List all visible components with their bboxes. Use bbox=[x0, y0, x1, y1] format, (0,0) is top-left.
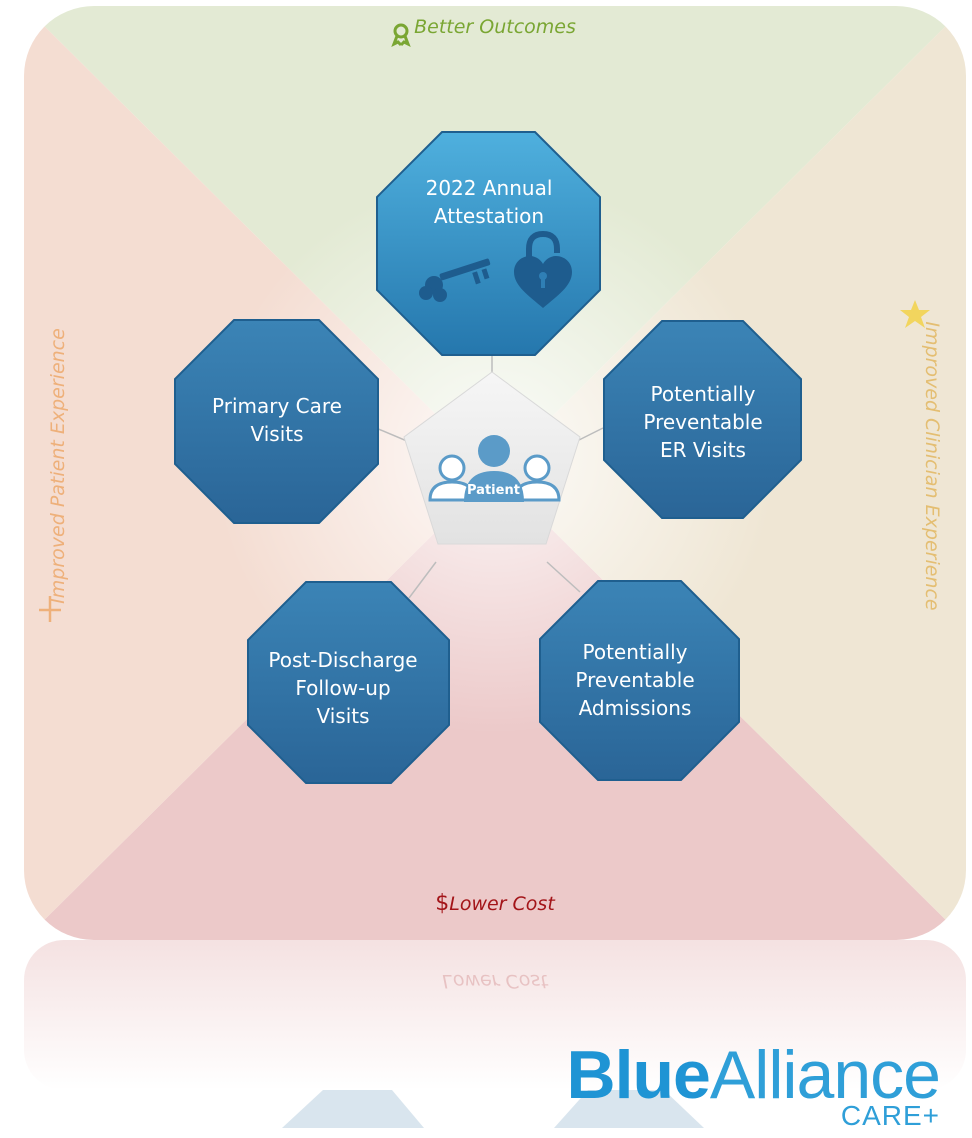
logo-wordmark: BlueAlliance bbox=[567, 1041, 942, 1109]
people-group-icon bbox=[428, 435, 561, 502]
logo-care: CARE+ bbox=[840, 1100, 940, 1131]
admissions-line3: Admissions bbox=[578, 696, 692, 720]
star-icon bbox=[900, 300, 930, 328]
dimension-bottom-label: $Lower Cost bbox=[435, 891, 555, 916]
attestation-line2: Attestation bbox=[433, 204, 545, 228]
dimension-bottom-text: Lower Cost bbox=[449, 893, 555, 915]
er-visits-line2: Preventable bbox=[643, 410, 763, 434]
logo-alliance: Alliance bbox=[709, 1037, 941, 1113]
reflection-text: Lower Cost bbox=[442, 970, 548, 992]
octagon-er-visits bbox=[603, 320, 802, 519]
admissions-line1: Potentially bbox=[582, 640, 688, 664]
octagon-post-discharge bbox=[247, 581, 450, 784]
panel-reflection: Lower Cost bbox=[24, 940, 966, 1138]
primary-care-line2: Visits bbox=[250, 422, 304, 446]
er-visits-line3: ER Visits bbox=[660, 438, 746, 462]
diagram-panel: Better Outcomes $Lower Cost Improved Pat… bbox=[24, 6, 966, 940]
diagram-background bbox=[24, 6, 966, 940]
post-discharge-label: Post-Discharge Follow-up Visits bbox=[258, 646, 428, 730]
admissions-label: Potentially Preventable Admissions bbox=[550, 638, 720, 722]
logo-blue: Blue bbox=[566, 1037, 711, 1113]
heart-lock-icon bbox=[514, 230, 572, 308]
er-visits-label: Potentially Preventable ER Visits bbox=[618, 380, 788, 464]
admissions-line2: Preventable bbox=[575, 668, 695, 692]
ribbon-award-icon bbox=[391, 23, 411, 48]
er-visits-line1: Potentially bbox=[650, 382, 756, 406]
primary-care-label: Primary Care Visits bbox=[192, 392, 362, 448]
dollar-icon: $ bbox=[435, 891, 450, 916]
dimension-left-label: Improved Patient Experience bbox=[47, 328, 69, 604]
attestation-label: 2022 Annual Attestation bbox=[404, 174, 574, 230]
dimension-top-label: Better Outcomes bbox=[414, 16, 576, 38]
octagon-attestation bbox=[376, 131, 601, 356]
attestation-line1: 2022 Annual bbox=[425, 176, 553, 200]
dimension-right-label: Improved Clinician Experience bbox=[921, 321, 943, 611]
octagon-admissions bbox=[539, 580, 740, 781]
post-discharge-line1: Post-Discharge bbox=[268, 648, 418, 672]
bluealliance-logo: BlueAlliance CARE+ bbox=[567, 1041, 942, 1131]
post-discharge-line3: Visits bbox=[316, 704, 370, 728]
octagon-primary-care bbox=[174, 319, 379, 524]
plus-icon bbox=[39, 596, 61, 622]
primary-care-line1: Primary Care bbox=[212, 394, 342, 418]
post-discharge-line2: Follow-up bbox=[295, 676, 391, 700]
patient-label: Patient bbox=[467, 483, 520, 498]
key-icon bbox=[419, 258, 491, 302]
